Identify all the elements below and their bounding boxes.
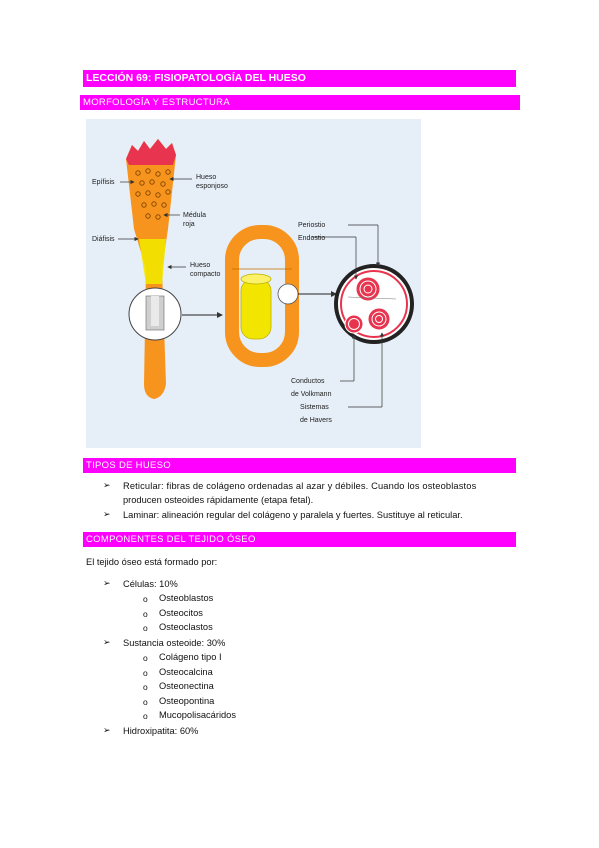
section-header-morfologia: MORFOLOGÍA Y ESTRUCTURA [80, 95, 520, 110]
tipo-reticular-cont: producen osteoides rápidamente (etapa fe… [123, 495, 314, 505]
section-header-componentes: COMPONENTES DEL TEJIDO ÓSEO [83, 532, 516, 547]
label-sistemas-havers-2: de Havers [300, 417, 332, 424]
label-conductos-volkmann: Conductos [291, 378, 325, 385]
list-item: Osteonectina [159, 681, 214, 691]
label-endostio: Endostio [298, 235, 325, 242]
list-item: Mucopolisacáridos [159, 710, 236, 720]
label-diafisis: Diáfisis [92, 236, 115, 243]
label-hueso-compacto-2: compacto [190, 271, 220, 278]
bone-structure-diagram: Epífisis Diáfisis Hueso esponjoso Médula… [86, 119, 421, 448]
label-hueso-esponjoso: Hueso [196, 174, 216, 181]
o-bullet-icon: o [143, 682, 148, 692]
label-sistemas-havers: Sistemas [300, 404, 329, 411]
label-medula-roja-2: roja [183, 221, 195, 228]
osteon-view [334, 264, 414, 344]
componentes-intro: El tejido óseo está formado por: [86, 557, 218, 567]
label-epifisis: Epífisis [92, 179, 115, 186]
list-item: Osteopontina [159, 696, 215, 706]
arrow-bullet-icon: ➢ [103, 480, 111, 490]
bone-cross-section [225, 225, 299, 367]
o-bullet-icon: o [143, 668, 148, 678]
o-bullet-icon: o [143, 697, 148, 707]
o-bullet-icon: o [143, 711, 148, 721]
section-header-tipos: TIPOS DE HUESO [83, 458, 516, 473]
tipo-laminar: Laminar: alineación regular del colágeno… [123, 510, 463, 520]
hidroxiapatita-item: Hidroxipatita: 60% [123, 726, 199, 736]
long-bone-illustration [126, 139, 182, 399]
arrow-bullet-icon: ➢ [103, 637, 111, 647]
sustancia-osteoide-item: Sustancia osteoide: 30% [123, 638, 226, 648]
o-bullet-icon: o [143, 594, 148, 604]
list-item: Osteocalcina [159, 667, 213, 677]
arrow-bullet-icon: ➢ [103, 578, 111, 588]
list-item: Osteocitos [159, 608, 203, 618]
label-conductos-volkmann-2: de Volkmann [291, 391, 332, 398]
label-periostio: Periostio [298, 222, 325, 229]
list-item: Osteoclastos [159, 622, 213, 632]
arrow-bullet-icon: ➢ [103, 725, 111, 735]
list-item: Colágeno tipo I [159, 652, 222, 662]
celulas-item: Células: 10% [123, 579, 178, 589]
bone-diagram-svg: Epífisis Diáfisis Hueso esponjoso Médula… [92, 139, 414, 424]
o-bullet-icon: o [143, 623, 148, 633]
label-hueso-compacto: Hueso [190, 262, 210, 269]
o-bullet-icon: o [143, 653, 148, 663]
label-hueso-esponjoso-2: esponjoso [196, 183, 228, 190]
arrow-bullet-icon: ➢ [103, 509, 111, 519]
tipo-reticular: Reticular: fibras de colágeno ordenadas … [123, 481, 477, 491]
o-bullet-icon: o [143, 609, 148, 619]
list-item: Osteoblastos [159, 593, 214, 603]
label-medula-roja: Médula [183, 212, 206, 219]
lesson-title: LECCIÓN 69: FISIOPATOLOGÍA DEL HUESO [83, 70, 516, 87]
